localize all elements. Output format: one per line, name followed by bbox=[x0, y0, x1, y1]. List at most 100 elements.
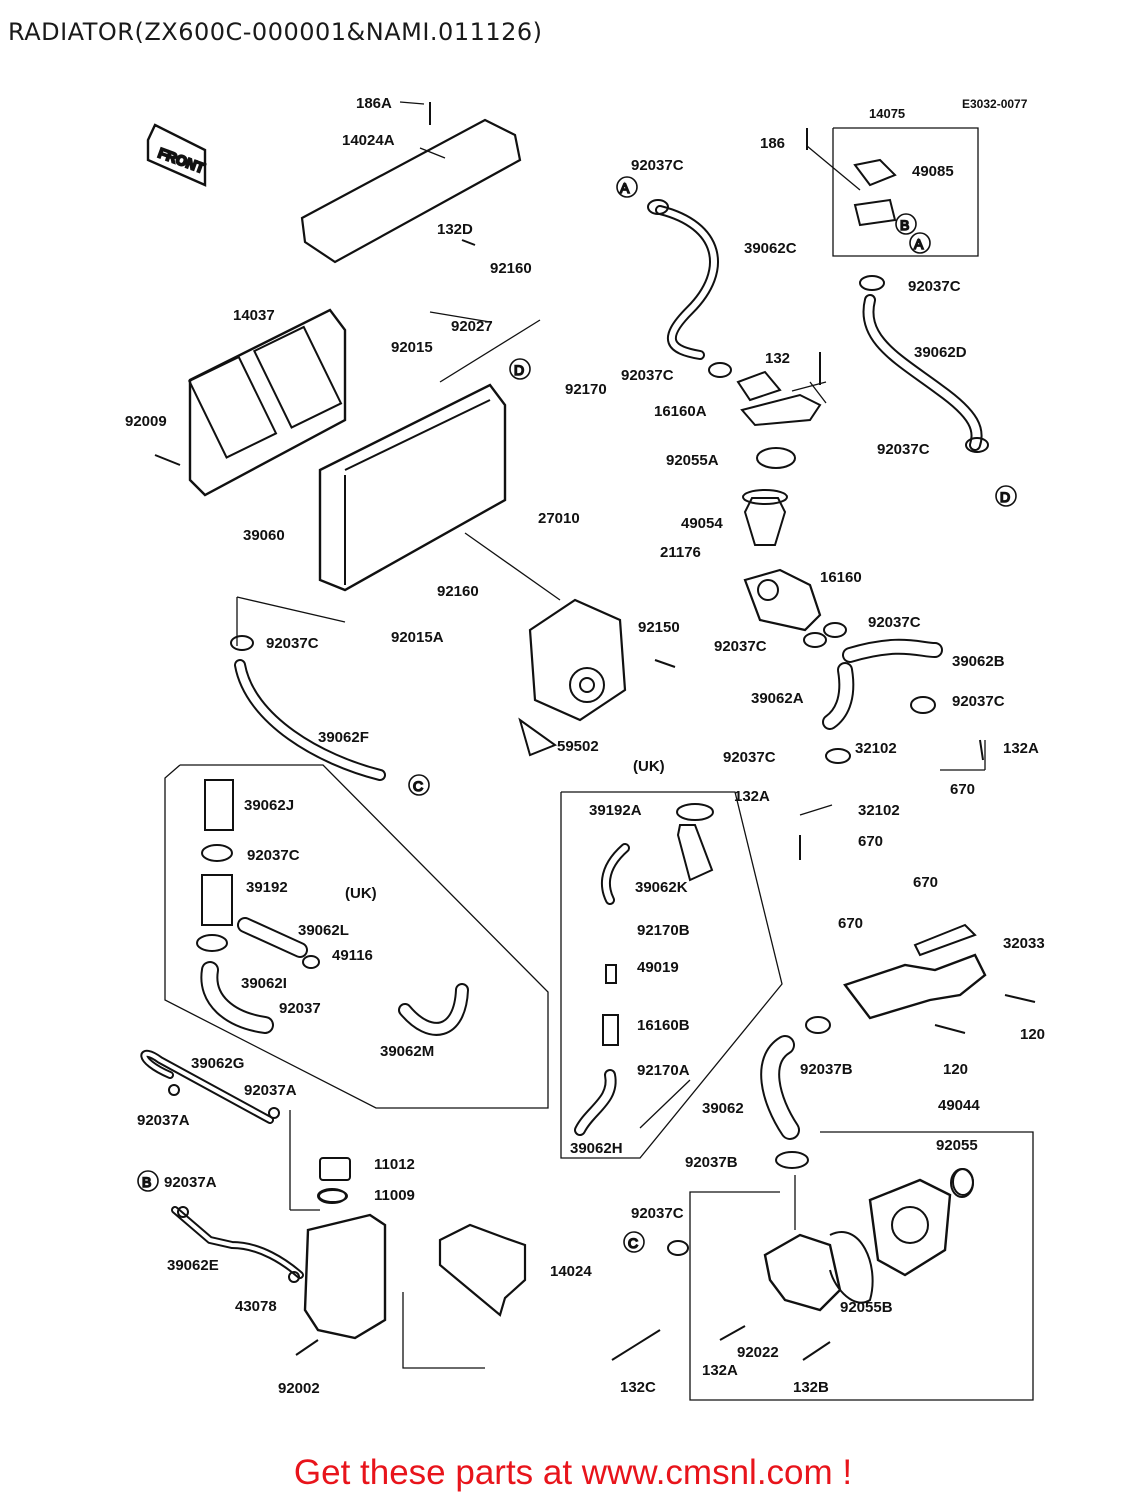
part-label: 39062D bbox=[914, 344, 967, 361]
part-label: 43078 bbox=[235, 1298, 277, 1315]
thermostat-49054 bbox=[742, 489, 788, 546]
part-label: 92170B bbox=[637, 922, 690, 939]
part-label: 670 bbox=[838, 915, 863, 932]
part-labels: E3032-0077 186A 14024A 14075 186 49085 9… bbox=[125, 95, 1045, 1397]
marker-b-left: B bbox=[137, 1170, 159, 1192]
leader-lines bbox=[164, 101, 1034, 1401]
part-label: 92160 bbox=[490, 260, 532, 277]
part-label: 670 bbox=[950, 781, 975, 798]
part-label: 49044 bbox=[938, 1097, 980, 1114]
clamps bbox=[168, 199, 989, 1283]
o-ring-92055a bbox=[756, 447, 796, 469]
part-label: 92015A bbox=[391, 629, 444, 646]
part-label: 39062H bbox=[570, 1140, 623, 1157]
svg-text:A: A bbox=[914, 236, 924, 252]
cooling-fan bbox=[518, 598, 627, 757]
part-label: (UK) bbox=[633, 758, 665, 775]
part-label: 39062B bbox=[952, 653, 1005, 670]
part-label: 32102 bbox=[858, 802, 900, 819]
pipe-32033 bbox=[843, 923, 987, 1020]
hose-39062c bbox=[655, 205, 719, 360]
radiator-screen bbox=[188, 308, 347, 497]
reference-markers: A A B D D C C B bbox=[137, 176, 1017, 1253]
svg-text:D: D bbox=[514, 362, 524, 378]
part-label: 92015 bbox=[391, 339, 433, 356]
radiator-core bbox=[318, 383, 507, 592]
part-label: 39062E bbox=[167, 1257, 219, 1274]
part-label: 11009 bbox=[374, 1187, 415, 1204]
part-label: 32033 bbox=[1003, 935, 1045, 952]
part-label: 39062M bbox=[380, 1043, 434, 1060]
svg-text:B: B bbox=[142, 1174, 151, 1190]
part-label: 92037C bbox=[714, 638, 767, 655]
diagram-code: E3032-0077 bbox=[962, 97, 1028, 111]
part-label: 39062A bbox=[751, 690, 804, 707]
part-label: 92170A bbox=[637, 1062, 690, 1079]
part-label: 27010 bbox=[538, 510, 580, 527]
part-label: 92037C bbox=[631, 157, 684, 174]
part-label: 186A bbox=[356, 95, 392, 112]
part-label: 14037 bbox=[233, 307, 275, 324]
part-label: 132B bbox=[793, 1379, 829, 1396]
part-label: 39062L bbox=[298, 922, 349, 939]
water-pump bbox=[763, 1168, 974, 1312]
part-label: 16160B bbox=[637, 1017, 690, 1034]
part-label: 92055B bbox=[840, 1299, 893, 1316]
part-label: 49085 bbox=[912, 163, 954, 180]
part-label: 21176 bbox=[660, 544, 701, 561]
part-label: 92002 bbox=[278, 1380, 320, 1397]
part-label: 11012 bbox=[374, 1156, 415, 1173]
marker-a-right: A bbox=[909, 232, 931, 254]
hose-39062f bbox=[234, 659, 386, 781]
part-label: 132C bbox=[620, 1379, 656, 1396]
part-label: (UK) bbox=[345, 885, 377, 902]
part-label: 39192A bbox=[589, 802, 642, 819]
front-label: FRONT bbox=[156, 145, 207, 177]
part-label: 39062G bbox=[191, 1055, 244, 1072]
part-label: 39062F bbox=[318, 729, 369, 746]
hose-39062c-inner bbox=[657, 207, 717, 358]
reservoir-bracket-14024 bbox=[438, 1223, 527, 1317]
part-label: 92037C bbox=[631, 1205, 684, 1222]
part-label: 39062K bbox=[635, 879, 688, 896]
part-label: 49019 bbox=[637, 959, 679, 976]
part-label: 132A bbox=[1003, 740, 1039, 757]
svg-text:C: C bbox=[413, 778, 423, 794]
part-label: 120 bbox=[943, 1061, 968, 1078]
part-label: 132 bbox=[765, 350, 790, 367]
part-label: 670 bbox=[858, 833, 883, 850]
part-label: 92037A bbox=[164, 1174, 217, 1191]
radiator-exploded-diagram: FRONT bbox=[125, 95, 1045, 1401]
part-label: 39060 bbox=[243, 527, 285, 544]
part-label: 92037C bbox=[877, 441, 930, 458]
marker-b-right: B bbox=[895, 213, 917, 235]
part-label: 186 bbox=[760, 135, 785, 152]
part-label: 92037 bbox=[279, 1000, 321, 1017]
thermostat-cover-49085 bbox=[853, 158, 897, 227]
part-label: 39062 bbox=[702, 1100, 744, 1117]
part-label: 14024 bbox=[550, 1263, 592, 1280]
svg-text:A: A bbox=[620, 180, 630, 196]
part-label: 92037C bbox=[868, 614, 921, 631]
part-label: 120 bbox=[1020, 1026, 1045, 1043]
uk-pipes bbox=[201, 779, 714, 1046]
marker-a-top: A bbox=[616, 176, 638, 198]
part-label: 92150 bbox=[638, 619, 680, 636]
part-label: 32102 bbox=[855, 740, 897, 757]
filler-neck-16160a bbox=[736, 370, 822, 427]
part-label: 39192 bbox=[246, 879, 288, 896]
footer-link-text[interactable]: Get these parts at www.cmsnl.com ! bbox=[293, 1453, 853, 1492]
part-label: 92037A bbox=[137, 1112, 190, 1129]
part-label: 92055 bbox=[936, 1137, 978, 1154]
part-label: 92037B bbox=[800, 1061, 853, 1078]
part-label: 92022 bbox=[737, 1344, 779, 1361]
part-label: 92160 bbox=[437, 583, 479, 600]
part-label: 92037C bbox=[266, 635, 319, 652]
marker-c-left: C bbox=[408, 774, 430, 796]
svg-text:D: D bbox=[1000, 489, 1010, 505]
part-label: 92037C bbox=[908, 278, 961, 295]
part-label: 16160 bbox=[820, 569, 862, 586]
marker-d-top: D bbox=[509, 358, 531, 380]
part-label: 92037C bbox=[952, 693, 1005, 710]
part-label: 92009 bbox=[125, 413, 167, 430]
